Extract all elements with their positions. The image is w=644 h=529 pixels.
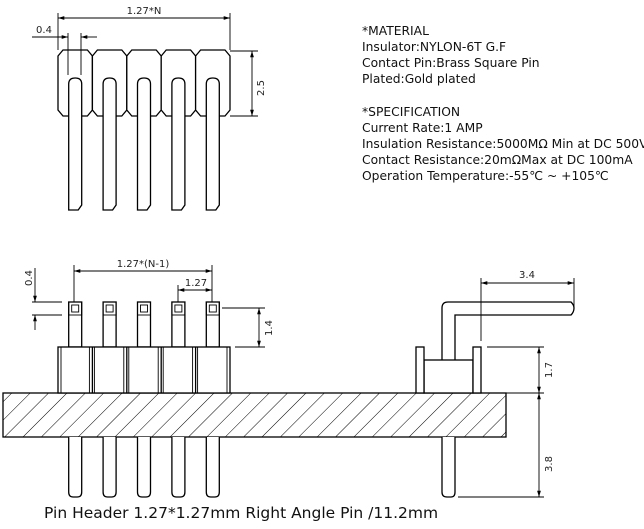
spec-line: Insulation Resistance:5000MΩ Min at DC 5…: [362, 137, 644, 151]
side-post-right: [472, 346, 482, 394]
pin: [171, 77, 186, 211]
front-dimensions: 1.27*(N-1) 1.27 0.4 1.4: [24, 259, 275, 348]
dim-top-height: 2.5: [256, 80, 267, 96]
top-view: [57, 49, 231, 211]
spec-line: Contact Resistance:20mΩMax at DC 100mA: [362, 153, 633, 167]
pin-tail: [102, 437, 117, 498]
pin-square-end: [68, 301, 83, 316]
material-heading: *MATERIAL: [362, 24, 429, 38]
dim-top-width: 1.27*N: [127, 6, 162, 17]
side-pin-tail: [441, 437, 456, 498]
side-dimensions: 3.4 1.7 3.8: [458, 270, 575, 498]
dim-front-pitch-total: 1.27*(N-1): [117, 259, 170, 270]
pin-tail: [136, 437, 152, 498]
top-dimensions: 1.27*N 0.4 2.5: [32, 6, 267, 117]
pin-top: [102, 301, 117, 348]
material-block: *MATERIAL Insulator:NYLON-6T G.F Contact…: [362, 24, 540, 86]
front-housing: [57, 346, 231, 394]
pin-square-face: [105, 304, 114, 313]
pcb-section: [2, 392, 507, 438]
pin-square-face: [140, 304, 148, 313]
pin-top: [171, 301, 186, 348]
material-line: Contact Pin:Brass Square Pin: [362, 56, 540, 70]
pin-square-end: [137, 301, 151, 316]
pin: [136, 77, 152, 211]
side-post-left: [415, 346, 425, 394]
specification-block: *SPECIFICATION Current Rate:1 AMP Insula…: [362, 105, 644, 183]
material-line: Insulator:NYLON-6T G.F: [362, 40, 506, 54]
spec-line: Current Rate:1 AMP: [362, 121, 483, 135]
pin-square-face: [174, 304, 183, 313]
spec-line: Operation Temperature:-55℃ ~ +105℃: [362, 169, 609, 183]
pin: [68, 77, 83, 211]
pin: [205, 77, 220, 211]
pin-top: [136, 301, 152, 348]
pin-top: [205, 301, 220, 348]
dim-front-pitch: 1.27: [185, 278, 207, 289]
pin-tail: [171, 437, 186, 498]
pin-tail: [68, 437, 83, 498]
front-view: [57, 301, 231, 498]
side-view: [415, 301, 575, 498]
dim-front-pin-height: 1.4: [264, 320, 275, 336]
spec-heading: *SPECIFICATION: [362, 105, 460, 119]
side-body: [423, 359, 474, 394]
pin-top: [68, 301, 83, 348]
dim-side-arm: 3.4: [519, 270, 535, 281]
dim-side-tail: 3.8: [544, 456, 555, 472]
pin-square-end: [102, 301, 117, 316]
pin-square-face: [208, 304, 217, 313]
pin: [102, 77, 117, 211]
pin-square-end: [205, 301, 220, 316]
dim-front-pin-size: 0.4: [24, 270, 35, 286]
pin-square-face: [71, 304, 80, 313]
right-angle-pin: [441, 301, 575, 360]
material-line: Plated:Gold plated: [362, 72, 476, 86]
dim-side-body-height: 1.7: [544, 362, 555, 378]
drawing-caption: Pin Header 1.27*1.27mm Right Angle Pin /…: [44, 504, 438, 522]
pin-tail: [205, 437, 220, 498]
dim-top-pin-width: 0.4: [36, 25, 52, 36]
